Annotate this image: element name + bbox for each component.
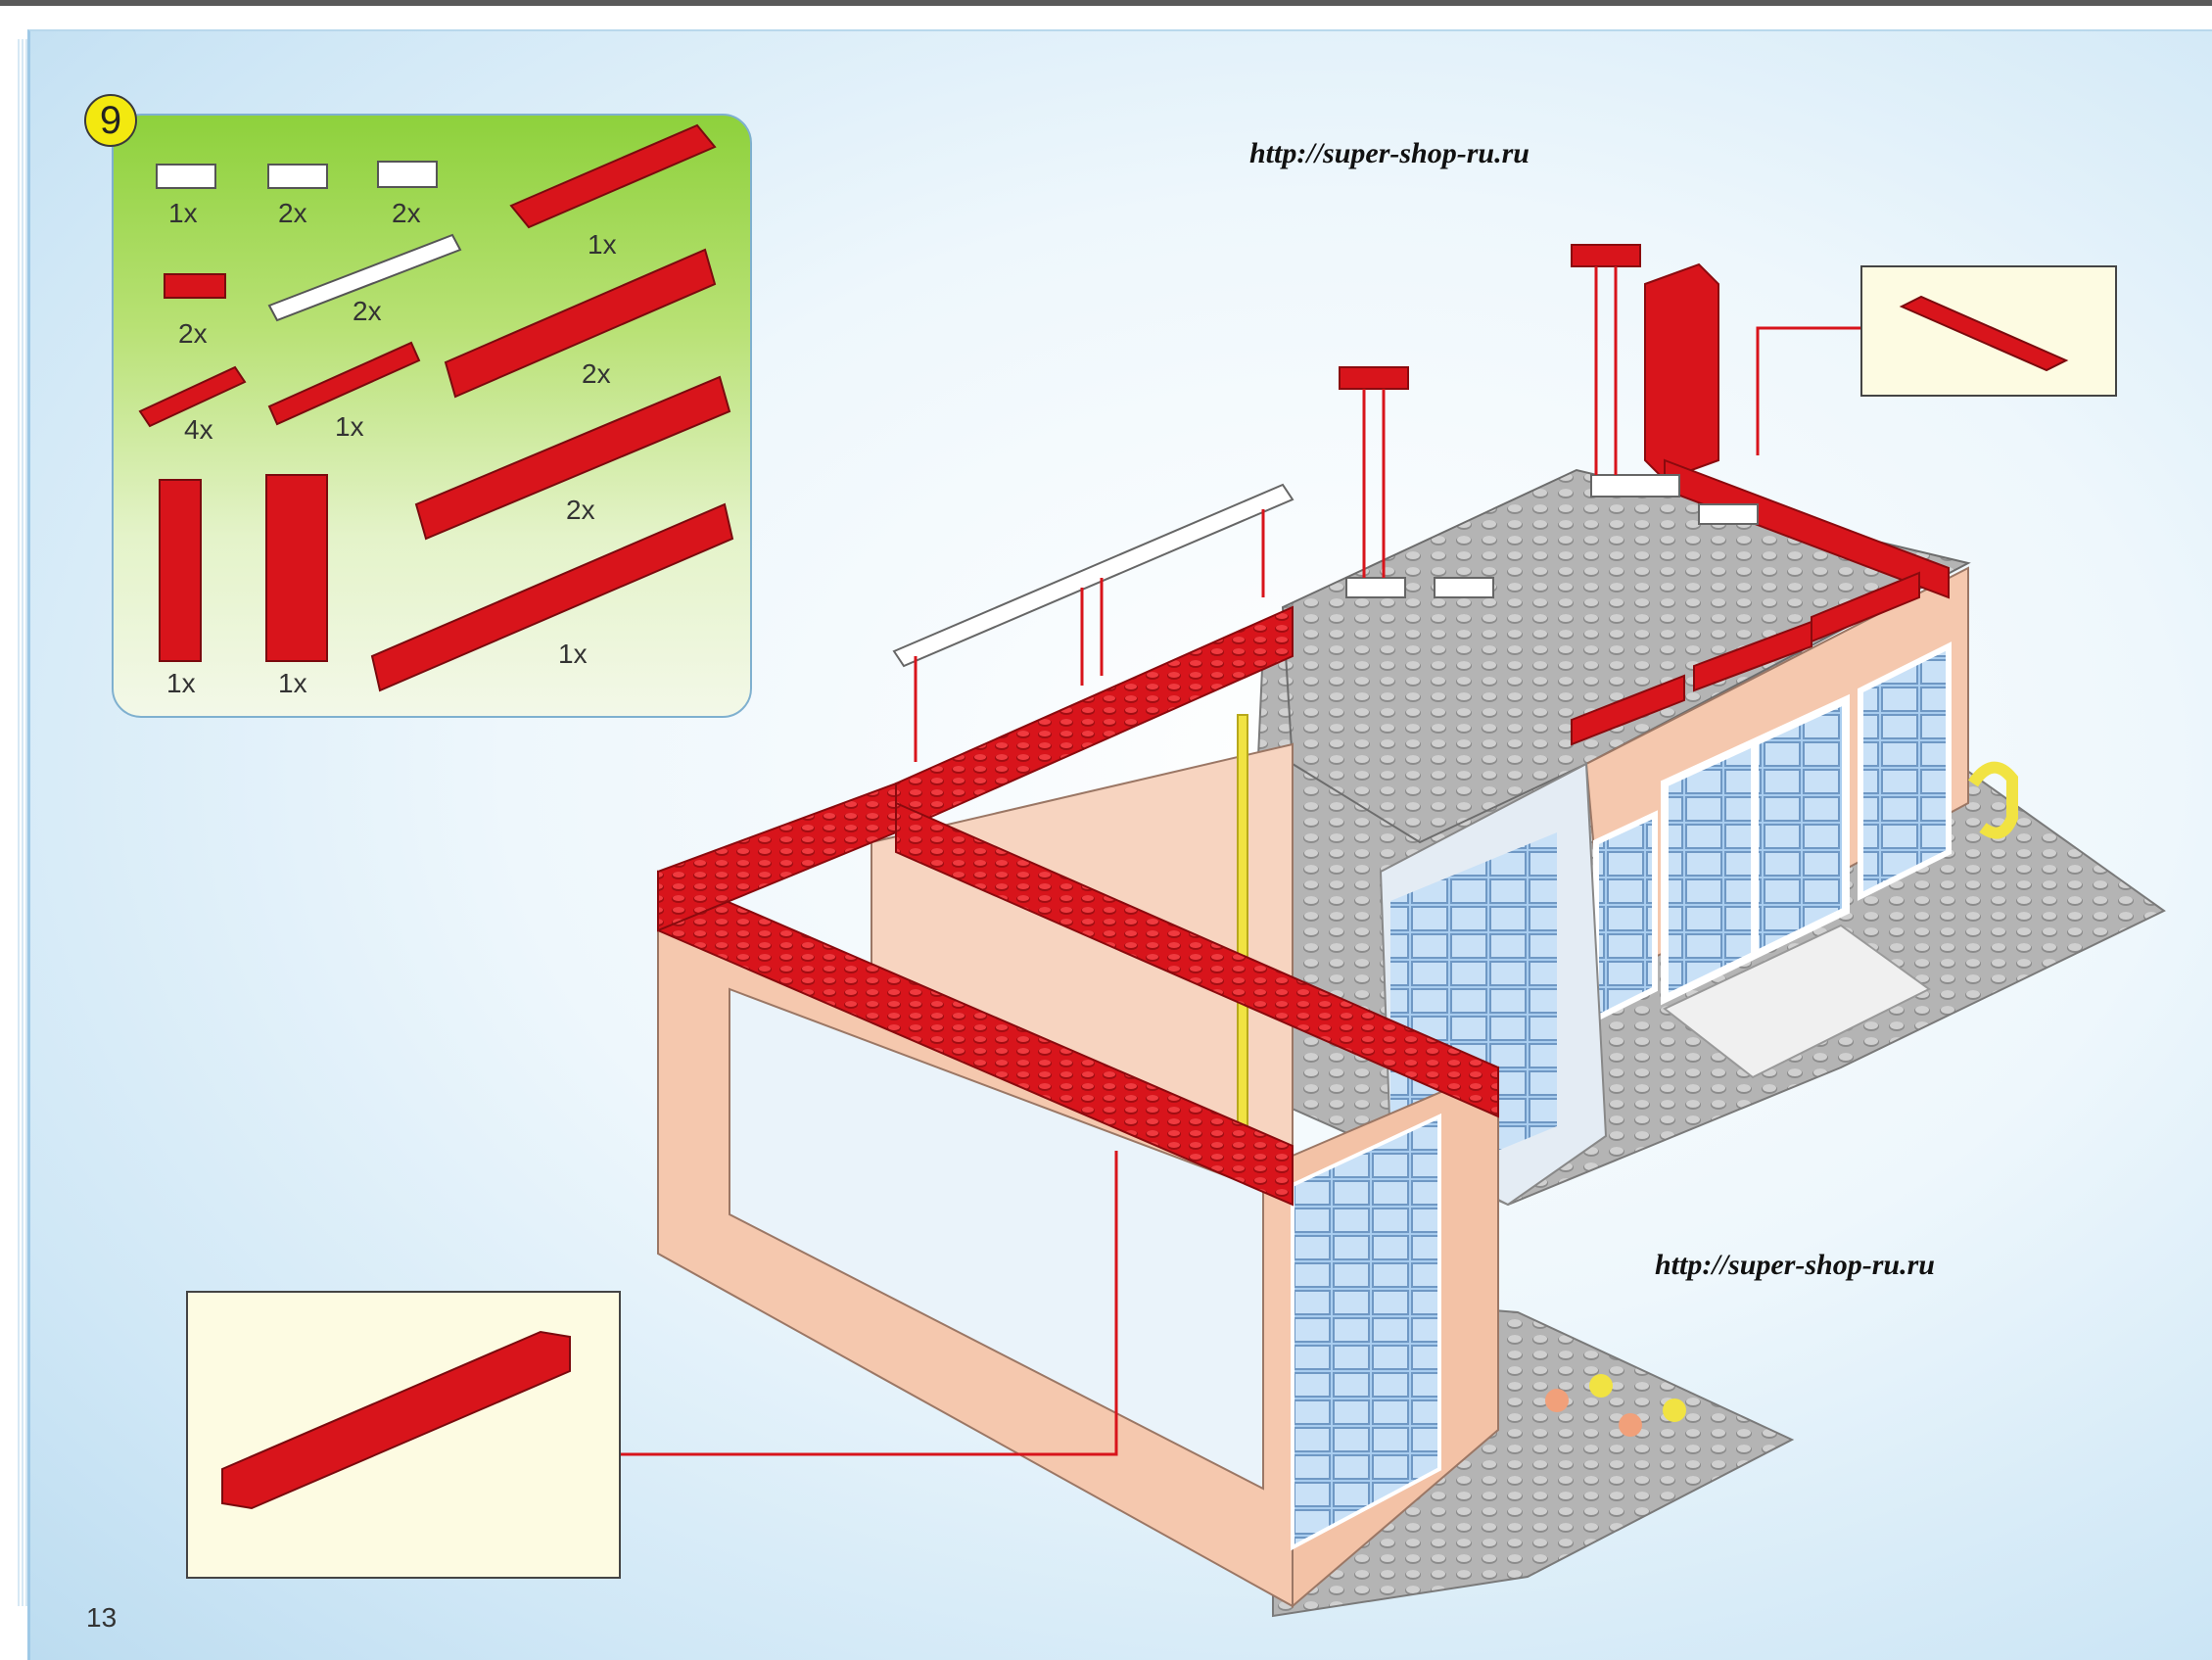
red-rail-inner — [895, 801, 1499, 1118]
flower-4 — [1663, 1399, 1686, 1422]
part-red-1x6-plate — [267, 341, 421, 426]
front-steps — [1663, 924, 1931, 1079]
part-red-long-brick-1 — [509, 123, 717, 229]
red-plate-floating-2 — [1571, 244, 1641, 267]
part-red-column-thin — [159, 479, 202, 662]
white-plate-roof-2 — [1434, 577, 1494, 598]
part-white-long-plate — [267, 233, 462, 322]
part-red-column-wide — [265, 474, 328, 662]
watermark-url: http://super-shop-ru.ru — [1655, 1249, 1935, 1281]
part-qty: 1x — [588, 229, 617, 260]
part-qty: 2x — [178, 318, 208, 349]
step-number: 9 — [84, 94, 137, 147]
part-red-1x4-plate — [138, 365, 247, 428]
front-opening — [729, 987, 1264, 1491]
part-qty: 1x — [335, 411, 364, 442]
yellow-railing — [1968, 761, 2018, 839]
callout-bottom-left — [186, 1291, 621, 1579]
part-red-small-plate — [164, 273, 226, 299]
guide-arrows — [617, 266, 1860, 1456]
part-white-bar-plate — [377, 161, 438, 188]
flower-1 — [1545, 1389, 1569, 1412]
part-qty: 2x — [392, 198, 421, 228]
callout-plate — [1899, 295, 2069, 372]
right-window-right — [1858, 641, 1952, 901]
part-qty: 2x — [353, 296, 382, 326]
garage-door-front — [1291, 1113, 1441, 1551]
white-plate-roof-1 — [1345, 577, 1406, 598]
part-white-2x2-plate — [267, 164, 328, 189]
red-column — [1644, 262, 1719, 482]
white-plate-roof-3 — [1590, 474, 1680, 498]
part-qty: 1x — [558, 639, 588, 669]
callout-top-right — [1860, 265, 2117, 397]
watermark-url: http://super-shop-ru.ru — [1249, 137, 1530, 169]
flower-2 — [1589, 1374, 1613, 1398]
part-qty: 4x — [184, 414, 213, 445]
red-brick-right-2 — [1693, 620, 1812, 692]
scan-top-edge — [0, 0, 2212, 6]
part-qty: 2x — [582, 358, 611, 389]
page-edge-stack — [18, 39, 27, 1606]
part-red-long-brick-4 — [370, 502, 734, 692]
white-plate-roof-4 — [1698, 503, 1759, 525]
part-qty: 1x — [166, 668, 196, 698]
white-plate-floating — [892, 483, 1294, 668]
flower-3 — [1619, 1413, 1642, 1437]
callout-brick — [221, 1330, 571, 1510]
red-brick-right-3 — [1571, 674, 1685, 746]
red-plate-floating-1 — [1339, 366, 1409, 390]
part-qty: 1x — [168, 198, 198, 228]
part-qty: 1x — [278, 668, 307, 698]
part-red-long-brick-2 — [444, 248, 717, 399]
part-red-long-brick-3 — [414, 375, 731, 541]
page-number: 13 — [86, 1602, 118, 1633]
part-qty: 2x — [566, 495, 595, 525]
part-qty: 2x — [278, 198, 307, 228]
part-white-1x2-plate — [156, 164, 216, 189]
